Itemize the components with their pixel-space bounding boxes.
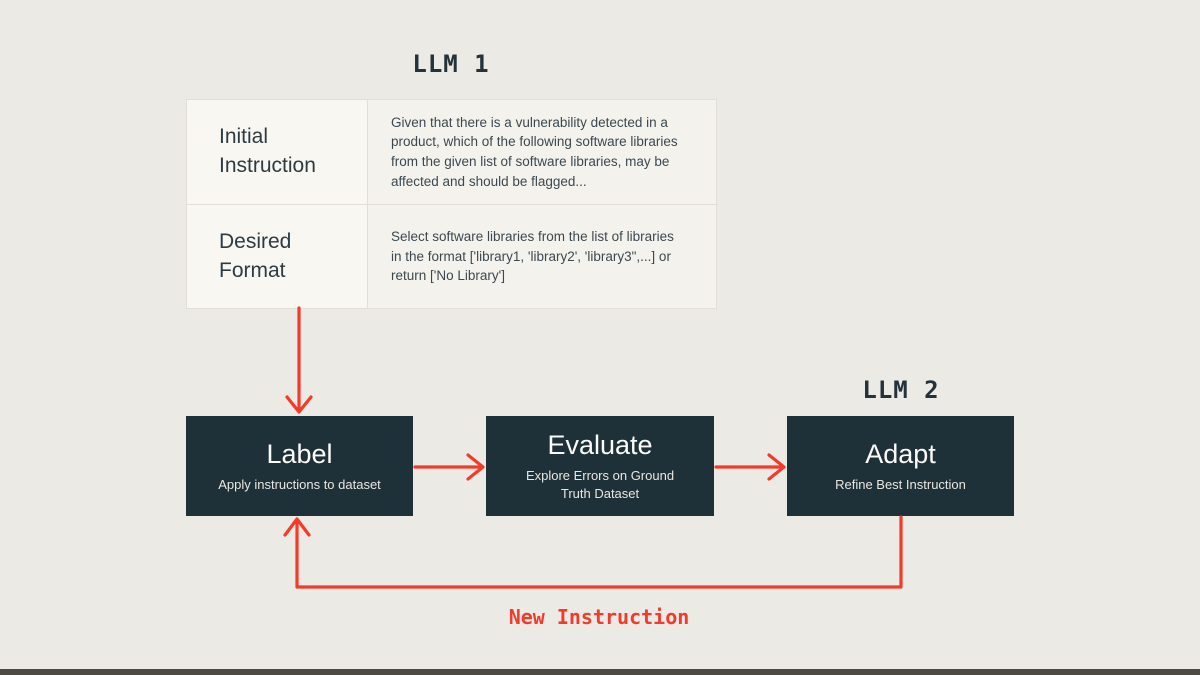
adapt-box: Adapt Refine Best Instruction bbox=[787, 416, 1014, 516]
desired-format-text: Select software libraries from the list … bbox=[368, 205, 716, 308]
evaluate-box-subtitle: Explore Errors on Ground Truth Dataset bbox=[525, 467, 675, 501]
evaluate-box: Evaluate Explore Errors on Ground Truth … bbox=[486, 416, 714, 516]
adapt-box-title: Adapt bbox=[865, 438, 936, 469]
label-box-subtitle: Apply instructions to dataset bbox=[218, 476, 381, 492]
arrow-table-to-label bbox=[285, 306, 313, 414]
llm2-label: LLM 2 bbox=[862, 376, 940, 404]
initial-instruction-header: Initial Instruction bbox=[187, 100, 367, 204]
arrow-label-to-evaluate bbox=[413, 453, 485, 481]
initial-instruction-text: Given that there is a vulnerability dete… bbox=[368, 100, 716, 204]
label-box-title: Label bbox=[266, 438, 333, 469]
arrow-evaluate-to-adapt bbox=[714, 453, 786, 481]
instruction-table: Initial Instruction Given that there is … bbox=[186, 99, 717, 309]
arrow-adapt-loop-to-label bbox=[283, 515, 903, 589]
evaluate-box-title: Evaluate bbox=[547, 429, 653, 460]
new-instruction-label: New Instruction bbox=[508, 605, 690, 629]
label-box: Label Apply instructions to dataset bbox=[186, 416, 413, 516]
desired-format-header: Desired Format bbox=[187, 205, 367, 308]
adapt-box-subtitle: Refine Best Instruction bbox=[835, 476, 966, 492]
bottom-bar bbox=[0, 669, 1200, 675]
llm1-label: LLM 1 bbox=[412, 50, 490, 78]
